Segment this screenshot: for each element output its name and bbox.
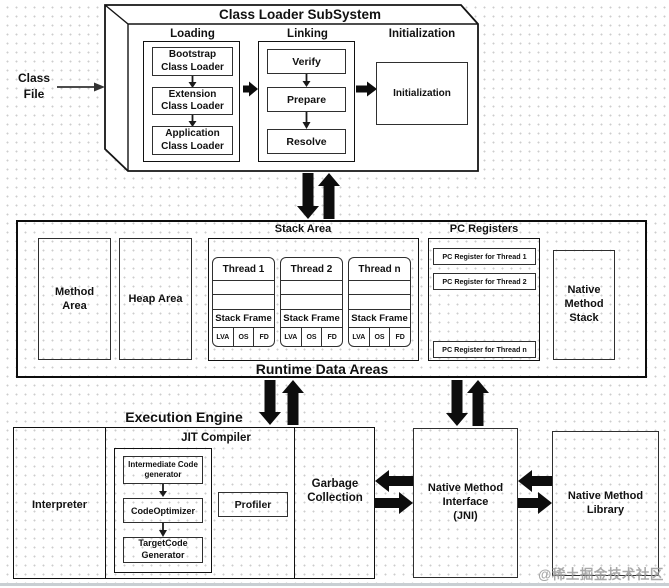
- runtime-data-areas-title: Runtime Data Areas: [255, 361, 389, 377]
- loading-group-box: [143, 41, 240, 162]
- resolve-box: Resolve: [267, 129, 346, 154]
- thread-empty-row: [281, 280, 342, 294]
- jit-gc-divider: [294, 427, 295, 579]
- interpreter-label: Interpreter: [31, 499, 88, 511]
- lva-cell: LVA: [216, 333, 230, 341]
- thread-1-box: Thread 1 Stack Frame LVA OS FD: [212, 257, 275, 347]
- native-method-interface-box: Native Method Interface (JNI): [413, 428, 518, 578]
- runtime-to-engine-down-arrow: [259, 380, 281, 425]
- runtime-data-areas-box: [16, 220, 647, 378]
- watermark: @稀土掘金技术社区: [538, 567, 664, 582]
- nml-to-jni-left-arrow: [518, 470, 552, 492]
- lva-cell: LVA: [284, 333, 298, 341]
- thread-empty-row: [349, 280, 410, 294]
- jni-to-runtime-up-arrow: [467, 380, 489, 426]
- extension-class-loader-box: Extension Class Loader: [152, 87, 233, 115]
- intermediate-code-generator-box: Intermediate Code generator: [123, 456, 203, 484]
- code-optimizer-box: CodeOptimizer: [123, 498, 203, 523]
- lva-cell: LVA: [352, 333, 366, 341]
- fd-cell: FD: [253, 328, 274, 346]
- jni-to-nml-right-arrow: [518, 492, 552, 514]
- linking-chain-arrows: [302, 74, 311, 129]
- linking-to-initialization-arrow: [356, 81, 377, 97]
- stack-frame-cells: LVA OS FD: [213, 327, 274, 346]
- thread-n-box: Thread n Stack Frame LVA OS FD: [348, 257, 411, 347]
- thread-empty-row: [281, 294, 342, 309]
- pc-register-thread-2-box: PC Register for Thread 2: [433, 273, 536, 290]
- pc-register-thread-n-box: PC Register for Thread n: [433, 341, 536, 358]
- stack-frame-label: Stack Frame: [281, 309, 342, 327]
- class-loader-subsystem-title: Class Loader SubSystem: [218, 6, 382, 22]
- stack-area-label: Stack Area: [274, 223, 332, 235]
- stack-frame-cells: LVA OS FD: [281, 327, 342, 346]
- class-file-arrow: [57, 82, 105, 92]
- os-cell: OS: [368, 328, 390, 346]
- pc-register-thread-1-box: PC Register for Thread 1: [433, 248, 536, 265]
- loading-to-linking-arrow: [243, 81, 258, 97]
- pc-registers-box: [428, 238, 540, 361]
- stack-frame-cells: LVA OS FD: [349, 327, 410, 346]
- jit-compiler-label: JIT Compiler: [181, 432, 251, 444]
- bootstrap-class-loader-box: Bootstrap Class Loader: [152, 47, 233, 76]
- jit-compiler-box: [114, 448, 212, 573]
- class-file-label: Class File: [17, 71, 51, 101]
- method-area-box: Method Area: [38, 238, 111, 360]
- initialization-box: Initialization: [376, 62, 468, 125]
- linking-label: Linking: [287, 27, 328, 40]
- thread-empty-row: [349, 294, 410, 309]
- thread-empty-row: [213, 280, 274, 294]
- runtime-to-jni-down-arrow: [446, 380, 468, 426]
- prepare-box: Prepare: [267, 87, 346, 112]
- thread-title: Thread n: [358, 263, 401, 275]
- jni-to-gc-left-arrow: [375, 470, 413, 492]
- stack-frame-label: Stack Frame: [349, 309, 410, 327]
- thread-title: Thread 1: [222, 263, 265, 275]
- verify-box: Verify: [267, 49, 346, 74]
- fd-cell: FD: [389, 328, 410, 346]
- interpreter-jit-divider: [105, 427, 106, 579]
- garbage-collection-label: Garbage Collection: [307, 478, 363, 504]
- gc-to-jni-right-arrow: [375, 492, 413, 514]
- initialization-label: Initialization: [388, 27, 456, 40]
- execution-engine-box: [13, 427, 375, 579]
- profiler-box: Profiler: [218, 492, 288, 517]
- thread-title: Thread 2: [290, 263, 333, 275]
- bottom-edge-bar: [0, 583, 669, 586]
- fd-cell: FD: [321, 328, 342, 346]
- loading-label: Loading: [170, 27, 215, 40]
- native-method-library-box: Native Method Library: [552, 431, 659, 576]
- pc-registers-label: PC Registers: [449, 223, 519, 235]
- jit-chain-arrows: [159, 484, 167, 537]
- linking-group-box: [258, 41, 355, 162]
- thread-2-box: Thread 2 Stack Frame LVA OS FD: [280, 257, 343, 347]
- target-code-generator-box: TargetCode Generator: [123, 537, 203, 563]
- stack-frame-label: Stack Frame: [213, 309, 274, 327]
- stack-area-box: [208, 238, 419, 361]
- classloader-to-runtime-down-arrow: [297, 173, 319, 219]
- application-class-loader-box: Application Class Loader: [152, 126, 233, 155]
- loading-chain-arrows: [188, 76, 197, 127]
- thread-empty-row: [213, 294, 274, 309]
- class-loader-cube-outline: [104, 4, 479, 172]
- execution-engine-title: Execution Engine: [125, 408, 243, 425]
- native-method-stack-box: Native Method Stack: [553, 250, 615, 360]
- engine-to-runtime-up-arrow: [282, 380, 304, 425]
- heap-area-box: Heap Area: [119, 238, 192, 360]
- os-cell: OS: [232, 328, 254, 346]
- os-cell: OS: [300, 328, 322, 346]
- runtime-to-classloader-up-arrow: [318, 173, 340, 219]
